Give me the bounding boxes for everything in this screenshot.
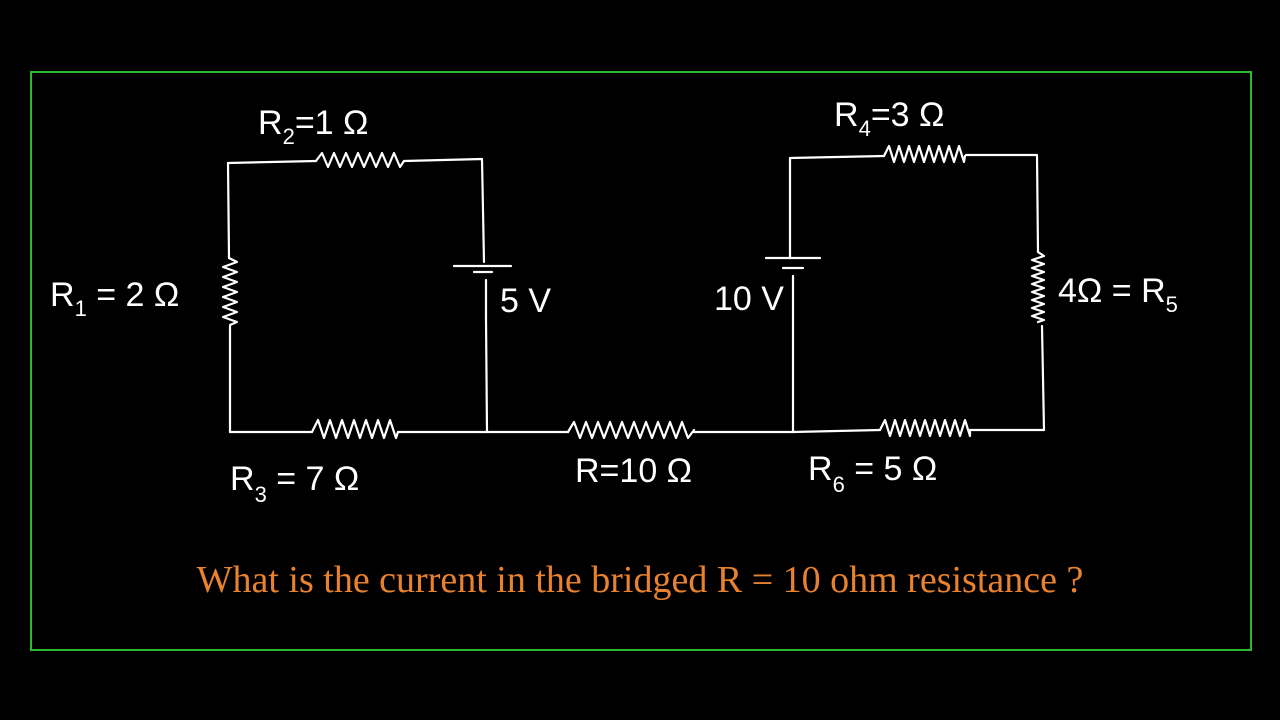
wire-right-side [1040,324,1046,432]
label-10v: 10 V [714,280,784,318]
resistor-r-zigzag [566,420,696,440]
label-r5: 4Ω = R5 [1058,272,1178,317]
wire-left-right [484,316,489,434]
label-r3: R3 = 7 Ω [230,460,359,507]
right-loop [764,144,1046,438]
question-text: What is the current in the bridged R = 1… [197,559,1084,601]
wire-left-top [226,157,486,264]
label-r4: R4=3 Ω [834,96,944,141]
label-r1: R1 = 2 Ω [50,276,179,321]
label-r: R=10 Ω [575,452,692,490]
resistor-r3-zigzag [310,418,400,440]
bridge [485,420,795,440]
wire-left-side [226,161,232,434]
resistor-r5-zigzag [1030,250,1046,324]
resistor-r4-zigzag [882,144,967,164]
wire-right-bottom [791,428,1046,434]
resistor-r2-zigzag [314,151,406,169]
wire-right-top [788,153,1040,260]
left-loop [221,151,513,440]
battery-5v [452,264,513,320]
green-border [30,71,1252,651]
resistor-r1-zigzag [221,256,239,327]
label-r2: R2=1 Ω [258,104,368,149]
resistor-r6-zigzag [878,418,972,438]
label-r6: R6 = 5 Ω [808,450,937,497]
label-5v: 5 V [500,282,551,320]
battery-10v [764,256,822,320]
